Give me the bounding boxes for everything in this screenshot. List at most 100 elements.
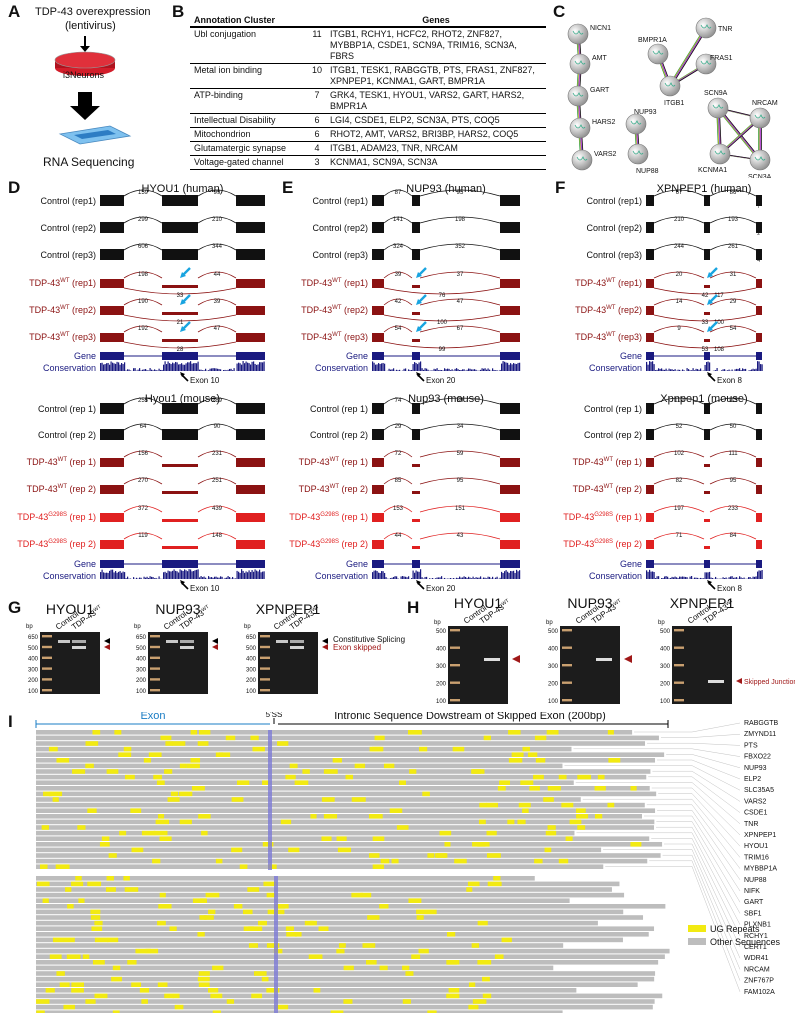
conservation-bar xyxy=(218,577,220,579)
conservation-bar xyxy=(257,364,259,371)
exon-label: Exon 10 xyxy=(190,376,220,385)
ladder-band xyxy=(674,699,684,702)
gene-name-label: SBF1 xyxy=(744,910,762,917)
conservation-bar xyxy=(704,572,706,579)
exon-coverage xyxy=(236,429,265,440)
exon-coverage xyxy=(372,540,384,549)
gel-gene-title: XPNPEP1 xyxy=(256,601,321,617)
sample-label: Control (rep2) xyxy=(312,223,368,233)
junction-arc xyxy=(123,189,163,197)
ladder-size-label: 100 xyxy=(548,699,559,705)
ug-repeat xyxy=(71,982,85,987)
conservation-bar xyxy=(170,571,172,579)
conservation-bar xyxy=(227,369,229,371)
ug-repeat xyxy=(565,836,573,841)
exon-coverage xyxy=(756,540,762,549)
protein-label: AMT xyxy=(592,55,608,62)
junction-count: 198 xyxy=(138,272,149,278)
sequence-row xyxy=(36,954,665,959)
skipped-arrow-icon xyxy=(512,655,520,663)
ug-repeat xyxy=(56,758,70,763)
conservation-bar xyxy=(175,570,177,579)
conservation-bar xyxy=(113,572,115,579)
conservation-bar xyxy=(133,368,135,371)
conservation-bar xyxy=(751,578,753,579)
exon-coverage xyxy=(100,403,124,414)
panel-label-b: B xyxy=(172,2,185,21)
junction-count: 86 xyxy=(730,190,737,196)
junction-arc xyxy=(197,298,237,306)
gene-name-label: NUP88 xyxy=(744,877,767,884)
ug-repeat xyxy=(286,932,298,937)
conservation-bar xyxy=(378,363,380,371)
conservation-bar xyxy=(472,369,474,371)
skip-junction-count: 33 xyxy=(177,293,184,299)
sample-label: TDP-43G298S (rep 2) xyxy=(289,539,368,549)
workflow-schematic xyxy=(54,36,132,145)
conservation-bar xyxy=(403,576,405,579)
ug-repeat xyxy=(258,920,267,926)
gene-leader-line xyxy=(691,734,741,738)
conservation-bar xyxy=(122,364,124,371)
conservation-bar xyxy=(517,571,519,579)
ug-repeat xyxy=(85,741,99,746)
gene-leader-line xyxy=(691,821,741,903)
junction-arc xyxy=(653,325,705,333)
sample-label: TDP-43WT (rep3) xyxy=(301,332,368,342)
conservation-bar xyxy=(384,572,386,579)
ug-repeat xyxy=(483,735,491,741)
ug-repeat xyxy=(275,1004,289,1010)
junction-count: 95 xyxy=(457,190,464,196)
sequence-row xyxy=(36,769,651,774)
sample-label: TDP-43G298S (rep 1) xyxy=(17,512,96,522)
conservation-bar xyxy=(664,369,666,371)
conservation-bar xyxy=(151,576,153,579)
conservation-bar xyxy=(468,368,470,371)
ug-repeat xyxy=(172,993,180,999)
gene-name-label: WDR41 xyxy=(744,955,769,962)
conservation-bar xyxy=(224,369,226,371)
skip-junction-count: 76 xyxy=(439,293,446,299)
conservation-bar xyxy=(438,577,440,579)
ug-repeat xyxy=(439,830,452,836)
exon-coverage xyxy=(100,195,124,206)
gene-leader-line xyxy=(691,827,741,914)
ug-repeat xyxy=(336,948,345,954)
ug-repeat xyxy=(158,814,165,819)
ug-repeat xyxy=(197,741,209,746)
conservation-bar xyxy=(393,368,395,371)
ug-repeat xyxy=(263,881,277,887)
conservation-bar xyxy=(701,578,703,579)
ug-repeat xyxy=(630,786,637,791)
conservation-bar xyxy=(659,368,661,371)
conservation-bar xyxy=(227,576,229,579)
ug-repeat xyxy=(198,814,211,819)
ug-repeat xyxy=(411,954,421,959)
gene-count: 4 xyxy=(308,141,327,156)
ug-repeat xyxy=(231,797,244,802)
conservation-bar xyxy=(460,369,462,371)
panel-label-f: F xyxy=(555,178,566,197)
skip-junction-count: 99 xyxy=(439,347,446,353)
conservation-bar xyxy=(700,368,702,371)
conservation-bar xyxy=(469,368,471,371)
conservation-bar xyxy=(471,578,473,579)
junction-arc xyxy=(709,397,757,405)
conservation-bar xyxy=(740,577,742,579)
junction-arc xyxy=(653,423,705,431)
junction-arc xyxy=(653,477,705,485)
conservation-bar xyxy=(761,364,763,371)
ug-repeat xyxy=(546,730,559,735)
junction-count: 67 xyxy=(457,326,464,332)
gene-count: 3 xyxy=(308,155,327,170)
conservation-bar xyxy=(119,571,121,579)
panel-label-e: E xyxy=(282,178,294,197)
gene-track-exon xyxy=(100,560,124,568)
gene-track-exon xyxy=(100,352,124,360)
skip-junction-count: 53 xyxy=(702,347,709,353)
annotation-table: Annotation Cluster Genes Ubl conjugation… xyxy=(190,14,546,170)
conservation-bar xyxy=(176,571,178,579)
ladder-size-label: 500 xyxy=(28,646,39,652)
skipping-junction-arc xyxy=(383,287,501,295)
conservation-bar xyxy=(519,362,521,371)
